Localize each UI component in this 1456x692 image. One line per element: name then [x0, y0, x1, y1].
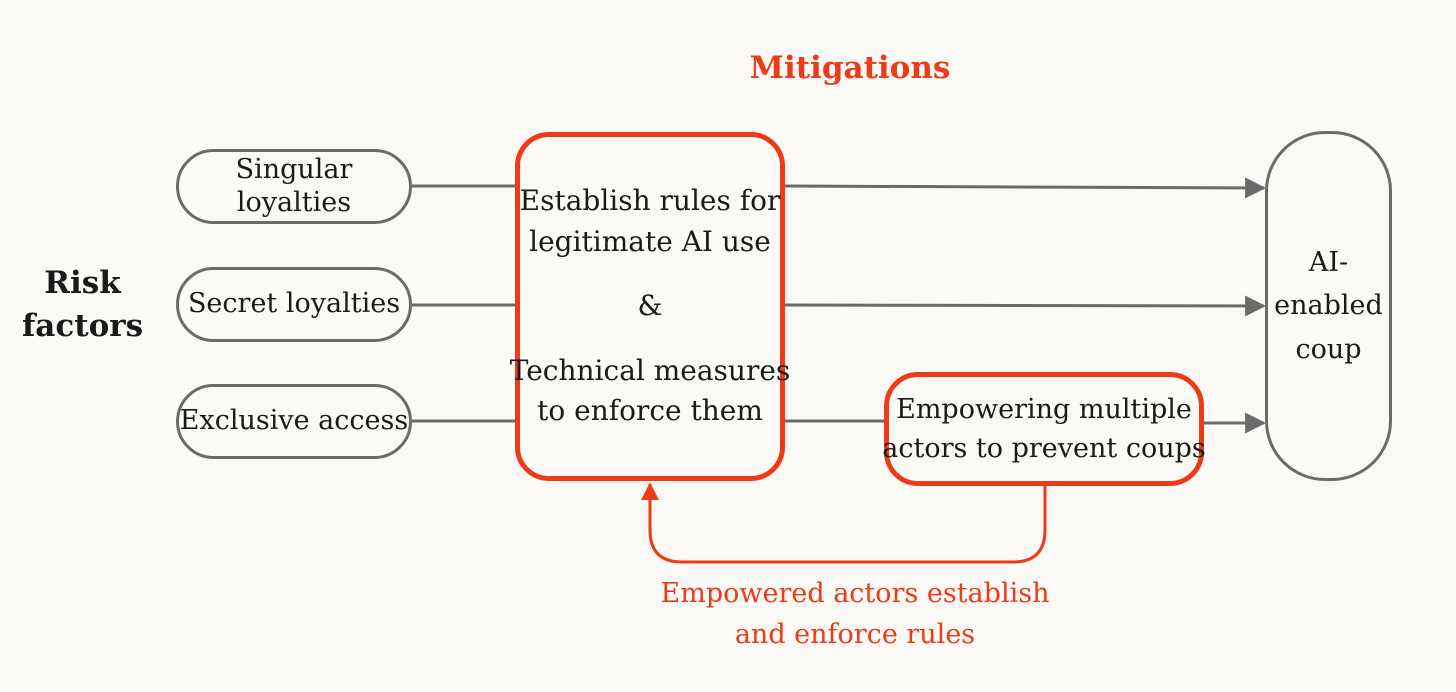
rules-line-4: to enforce them: [537, 394, 763, 428]
feedback-label-line-2: and enforce rules: [734, 618, 976, 650]
feedback-label: Empowered actors establish and enforce r…: [630, 574, 1080, 655]
rules-line-1: Establish rules for: [519, 184, 781, 218]
link-rules-to-coup-top: [784, 177, 1267, 199]
mitigation-rules-box: Establish rules for legitimate AI use & …: [510, 132, 790, 481]
risk-factors-title: Risk factors: [10, 262, 155, 349]
risk-factor-secret-loyalties: Secret loyalties: [176, 267, 412, 342]
mitigation-empowering-box: Empowering multiple actors to prevent co…: [882, 372, 1206, 486]
outcome-line-3: coup: [1295, 333, 1362, 365]
risk-factor-label: Singular loyalties: [235, 154, 353, 218]
risk-factor-exclusive-access: Exclusive access: [176, 384, 412, 459]
rules-connector: &: [637, 289, 663, 323]
mitigations-title: Mitigations: [749, 50, 951, 86]
risk-factors-title-line-2: factors: [21, 308, 144, 345]
outcome-line-1: AI-: [1308, 247, 1349, 279]
rules-line-2: legitimate AI use: [529, 224, 771, 258]
empowering-line-2: actors to prevent coups: [882, 433, 1206, 464]
risk-factors-title-line-1: Risk: [44, 265, 121, 301]
risk-factor-label: Exclusive access: [179, 405, 409, 437]
empowering-line-1: Empowering multiple: [896, 393, 1192, 425]
rules-line-3: Technical measures: [509, 353, 791, 387]
risk-factor-singular-loyalties: Singular loyalties: [176, 149, 412, 224]
feedback-label-line-1: Empowered actors establish: [660, 578, 1050, 609]
outcome-ai-enabled-coup: AI- enabled coup: [1265, 131, 1392, 481]
feedback-arrow: [641, 482, 1047, 564]
link-rules-to-coup-middle: [784, 295, 1267, 317]
risk-factor-label: Secret loyalties: [187, 288, 401, 320]
outcome-line-2: enabled: [1274, 290, 1383, 322]
